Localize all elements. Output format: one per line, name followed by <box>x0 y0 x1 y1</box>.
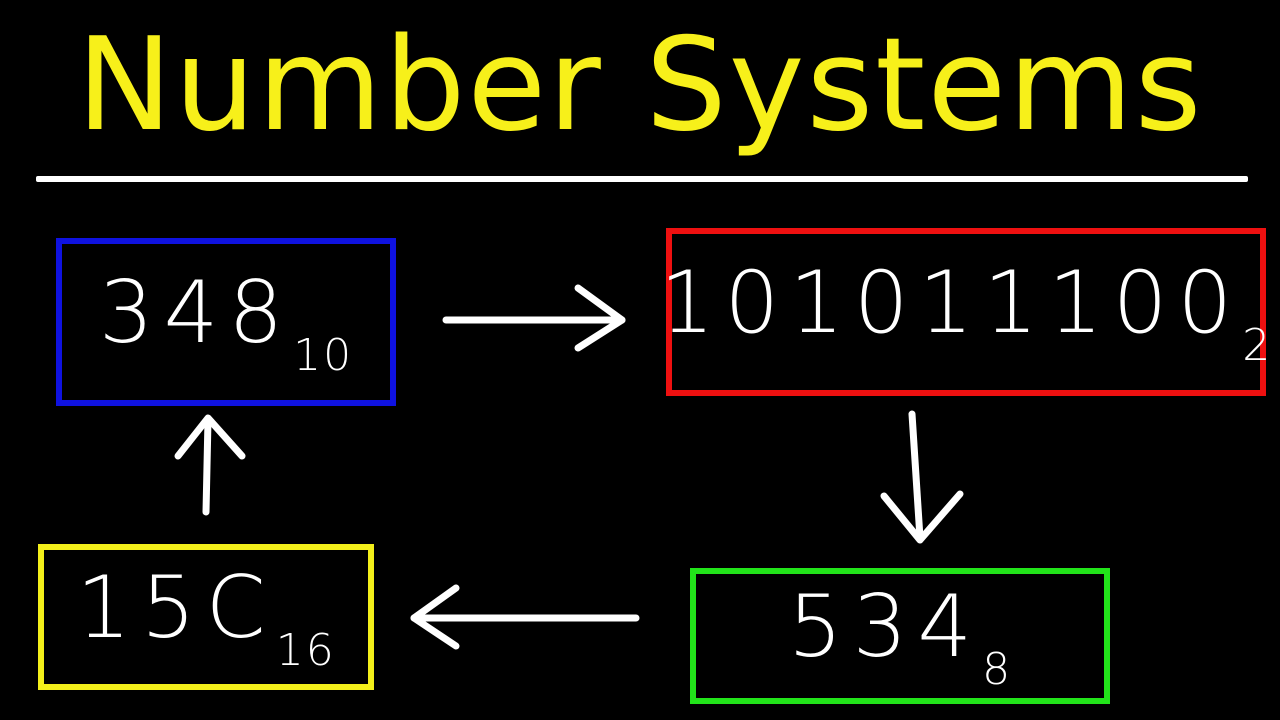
page-title: Number Systems <box>76 11 1204 160</box>
title-divider <box>36 176 1248 182</box>
decimal-number: 34810 <box>98 263 354 381</box>
arrow-up-icon <box>174 414 246 516</box>
hex-number: 15C16 <box>76 558 336 676</box>
decimal-box: 34810 <box>56 238 396 406</box>
arrow-left-icon <box>410 584 640 650</box>
binary-number: 1010111002 <box>659 253 1273 371</box>
octal-box: 5348 <box>690 568 1110 704</box>
hex-box: 15C16 <box>38 544 374 690</box>
arrow-right-icon <box>442 284 626 352</box>
binary-box: 1010111002 <box>660 228 1270 396</box>
arrow-down-icon <box>880 410 964 544</box>
octal-number: 5348 <box>787 577 1013 695</box>
